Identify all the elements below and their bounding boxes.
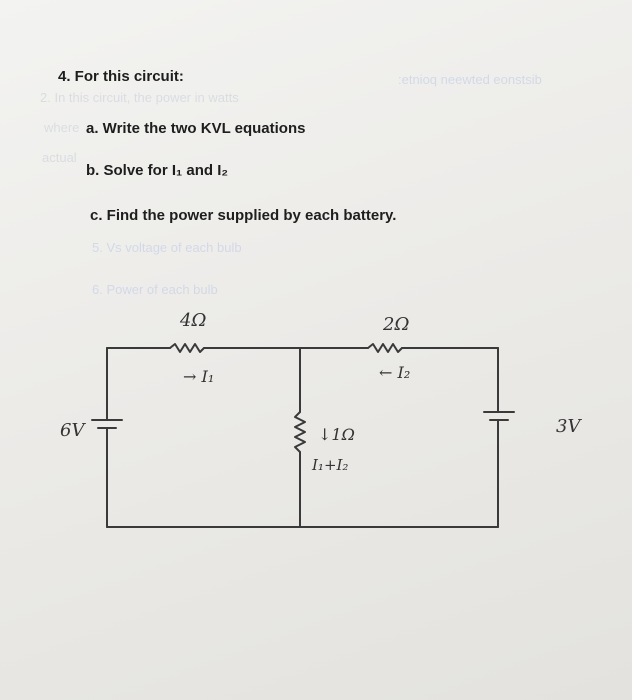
i1-label: → I₁ <box>183 367 214 386</box>
bleed-text-mirrored: :etnioq neewted eonstsib <box>398 72 542 87</box>
bleed-text: 2. In this circuit, the power in watts <box>40 90 239 105</box>
r1-label: 4Ω <box>179 310 206 331</box>
i2-label: ← I₂ <box>379 363 410 382</box>
resistor-4ohm <box>169 343 205 353</box>
isum-label: I₁+I₂ <box>311 456 348 474</box>
resistor-1ohm <box>294 411 306 453</box>
battery-6v <box>91 419 123 429</box>
bleed-text: actual <box>42 150 77 165</box>
v2-label: 3V <box>556 416 582 437</box>
r2-label: 2Ω <box>382 314 409 335</box>
v1-label: 6V <box>60 420 86 441</box>
part-a-text: a. Write the two KVL equations <box>86 120 306 137</box>
battery-3v <box>483 411 515 421</box>
resistor-2ohm <box>367 343 403 353</box>
r3-label: ↓1Ω <box>318 425 355 444</box>
part-b-text: b. Solve for I₁ and I₂ <box>86 162 229 179</box>
part-c-text: c. Find the power supplied by each batte… <box>90 207 397 224</box>
bleed-text: 6. Power of each bulb <box>92 282 218 297</box>
bleed-text: where <box>44 120 80 135</box>
problem-title: 4. For this circuit: <box>58 68 184 85</box>
bleed-text: 5. Vs voltage of each bulb <box>92 240 242 255</box>
